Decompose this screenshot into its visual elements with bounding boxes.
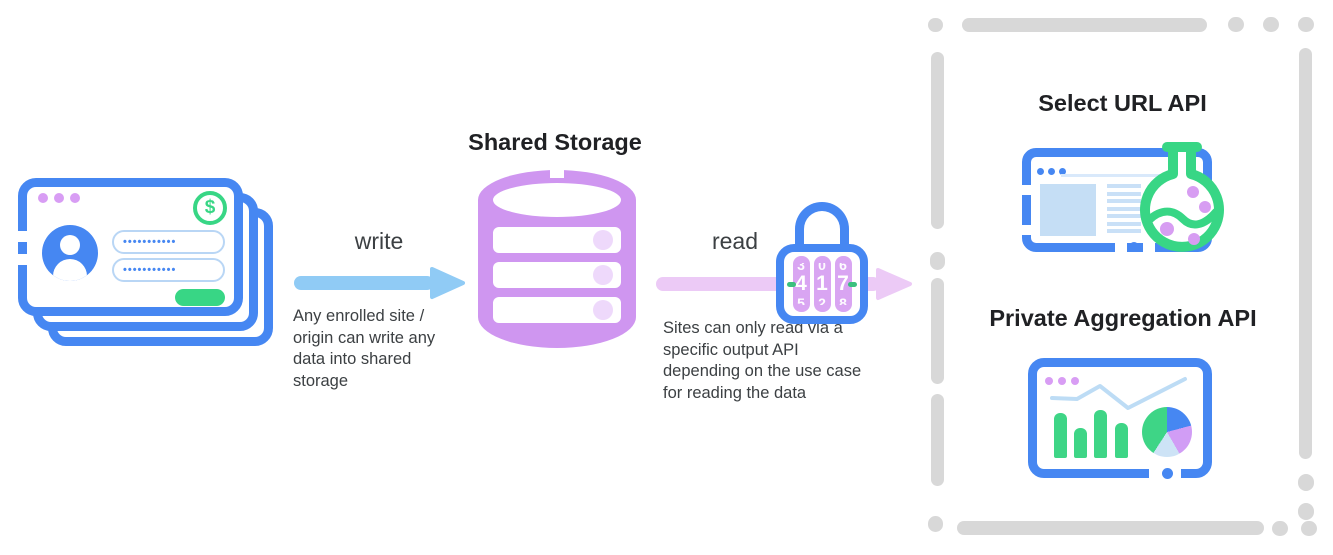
dollar-badge-icon: $: [193, 191, 227, 225]
frame-dash: [1301, 521, 1317, 536]
frame-dash: [931, 394, 944, 486]
frame-dash: [962, 18, 1207, 32]
lock-dial-wheel: 0 1 2: [813, 256, 831, 312]
frame-dash: [1272, 521, 1288, 536]
window-controls-dots-icon: [38, 190, 86, 208]
frame-dash: [931, 52, 944, 229]
lock-dial-wheel: 3 4 5: [792, 256, 810, 312]
frame-dash: [1298, 17, 1314, 32]
shared-storage-title: Shared Storage: [468, 129, 642, 155]
flask-icon: [1140, 142, 1224, 252]
user-avatar-icon: [42, 225, 98, 281]
select-url-api-title: Select URL API: [1038, 90, 1207, 116]
frame-dash: [1298, 503, 1314, 520]
bar-chart-bar: [1074, 428, 1087, 458]
bar-chart-bar: [1054, 413, 1067, 458]
read-label: read: [711, 228, 759, 254]
write-note: Any enrolled site / origin can write any…: [293, 307, 436, 390]
frame-dash: [931, 278, 944, 384]
dashboard-edge-dot: [1162, 468, 1173, 479]
window-edge-dot: [18, 242, 27, 254]
lock-body: 3 4 5 0 1 2 6 7 8: [776, 244, 868, 324]
bar-chart-bar: [1115, 423, 1128, 458]
write-label: write: [354, 228, 404, 254]
combination-lock-icon: 3 4 5 0 1 2 6 7 8: [776, 202, 868, 324]
lock-shackle: [795, 202, 849, 256]
frame-dash: [1263, 17, 1279, 32]
frame-dash: [1299, 48, 1312, 459]
frame-dash: [1298, 474, 1314, 491]
lock-dial-wheel: 6 7 8: [834, 256, 852, 312]
site-window: $ ••••••••••• •••••••••••: [18, 178, 243, 316]
dashboard-icon: [1028, 358, 1212, 479]
read-note: Sites can only read via a specific outpu…: [663, 319, 862, 402]
frame-dash: [930, 252, 945, 270]
frame-dash: [1228, 17, 1244, 32]
private-aggregation-api-title: Private Aggregation API: [989, 305, 1257, 331]
password-field-illustration: •••••••••••: [112, 258, 225, 282]
browser-dots-icon: [1037, 162, 1070, 180]
submit-button-illustration: [175, 289, 225, 306]
password-field-illustration: •••••••••••: [112, 230, 225, 254]
bar-chart-bar: [1094, 410, 1107, 458]
pie-chart-icon: [1142, 407, 1192, 457]
dashboard-dots-icon: [1045, 372, 1084, 390]
line-chart-icon: [1050, 377, 1187, 410]
frame-dash: [957, 521, 1264, 535]
frame-dash: [928, 516, 943, 532]
database-icon: [478, 167, 636, 348]
browser-edge-dot: [1129, 242, 1139, 252]
content-thumbnail: [1040, 184, 1096, 236]
write-arrow-icon: [294, 267, 465, 299]
frame-dash: [928, 18, 943, 32]
